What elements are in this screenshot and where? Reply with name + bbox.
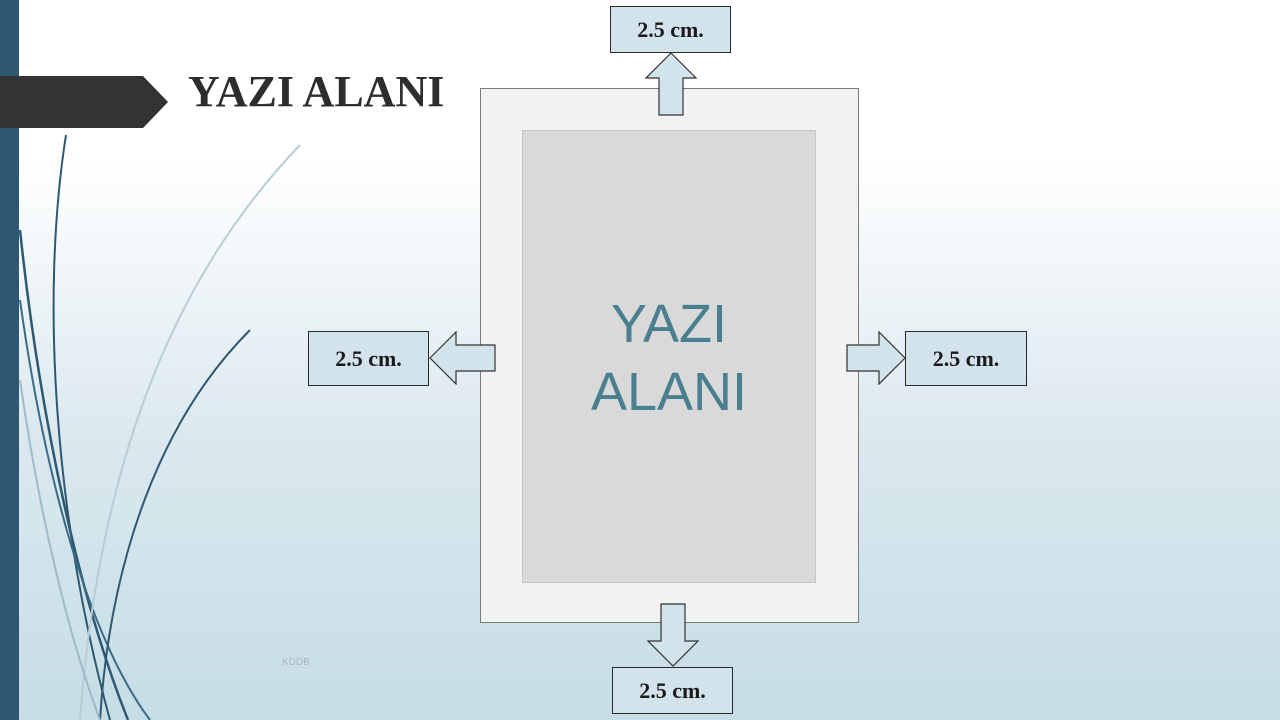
footer-text: KDDB: [282, 657, 310, 668]
text-area-line-1: YAZI: [610, 294, 727, 354]
decorative-curves: [18, 134, 301, 720]
right-margin-label: 2.5 cm.: [905, 331, 1027, 386]
arrow-down-icon: [647, 603, 699, 667]
text-area-label: YAZI ALANI: [522, 290, 816, 426]
bottom-margin-label: 2.5 cm.: [612, 667, 733, 714]
arrow-up-icon: [645, 52, 697, 116]
arrow-right-icon: [846, 331, 906, 385]
top-margin-label: 2.5 cm.: [610, 6, 731, 53]
arrow-left-icon: [429, 331, 496, 385]
title-banner: [0, 76, 168, 128]
slide-title: YAZI ALANI: [188, 67, 445, 116]
text-area-box: [522, 130, 816, 583]
accent-bar: [0, 0, 19, 720]
text-area-line-2: ALANI: [590, 362, 748, 422]
left-margin-label: 2.5 cm.: [308, 331, 429, 386]
